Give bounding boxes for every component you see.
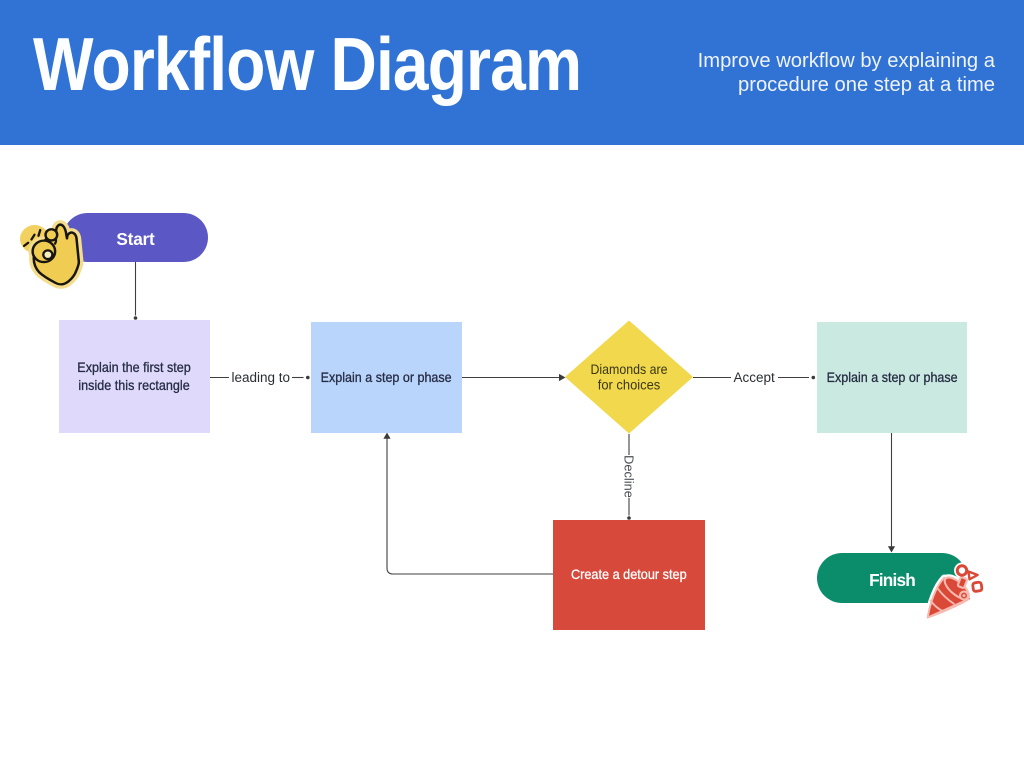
svg-text:Diamonds are: Diamonds are [591,361,668,377]
svg-text:for choices: for choices [598,376,661,392]
svg-text:Decline: Decline [622,455,637,498]
